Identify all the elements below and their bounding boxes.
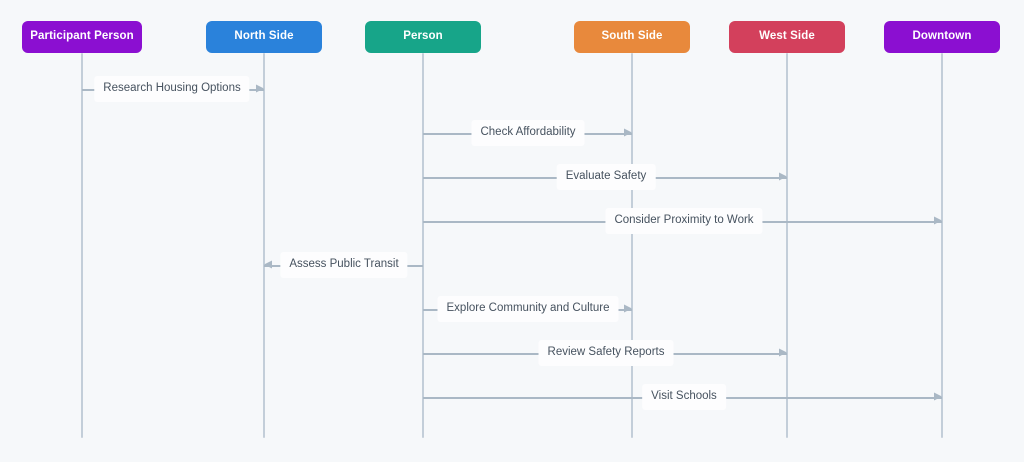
message-1[interactable]: Research Housing Options (0, 76, 1024, 102)
arrowhead-right (624, 128, 632, 137)
arrowhead-right (256, 84, 264, 93)
actor-label: Person (403, 30, 443, 43)
message-label-text: Check Affordability (480, 126, 576, 139)
message-3[interactable]: Evaluate Safety (0, 164, 1024, 190)
actor-label: West Side (759, 30, 815, 43)
actor-header-person[interactable]: Person (365, 21, 481, 53)
arrowhead-right (779, 348, 787, 357)
message-label-text: Review Safety Reports (547, 346, 665, 359)
message-label-box[interactable]: Assess Public Transit (280, 252, 408, 278)
actor-header-north_side[interactable]: North Side (206, 21, 322, 53)
lifeline-participant (81, 53, 83, 438)
lifeline-person (422, 53, 424, 438)
actor-label: Participant Person (30, 30, 134, 43)
actor-header-downtown[interactable]: Downtown (884, 21, 1000, 53)
message-label-text: Assess Public Transit (289, 258, 399, 271)
message-label-box[interactable]: Research Housing Options (94, 76, 250, 102)
message-label-text: Evaluate Safety (565, 170, 647, 183)
actor-label: Downtown (912, 30, 972, 43)
message-4[interactable]: Consider Proximity to Work (0, 208, 1024, 234)
message-label-text: Research Housing Options (103, 82, 241, 95)
message-2[interactable]: Check Affordability (0, 120, 1024, 146)
message-8[interactable]: Visit Schools (0, 384, 1024, 410)
arrowhead-right (934, 216, 942, 225)
message-label-box[interactable]: Evaluate Safety (556, 164, 656, 190)
actor-header-participant[interactable]: Participant Person (22, 21, 142, 53)
message-label-text: Visit Schools (651, 390, 717, 403)
arrowhead-right (779, 172, 787, 181)
lifeline-west_side (786, 53, 788, 438)
lifeline-downtown (941, 53, 943, 438)
lifeline-north_side (263, 53, 265, 438)
arrowhead-right (624, 304, 632, 313)
message-label-box[interactable]: Check Affordability (471, 120, 585, 146)
message-label-box[interactable]: Review Safety Reports (538, 340, 674, 366)
lifeline-south_side (631, 53, 633, 438)
actor-label: North Side (234, 30, 294, 43)
message-7[interactable]: Review Safety Reports (0, 340, 1024, 366)
message-label-box[interactable]: Visit Schools (642, 384, 726, 410)
message-label-box[interactable]: Consider Proximity to Work (605, 208, 763, 234)
actor-header-south_side[interactable]: South Side (574, 21, 690, 53)
message-label-box[interactable]: Explore Community and Culture (437, 296, 619, 322)
message-label-text: Consider Proximity to Work (614, 214, 754, 227)
actor-header-west_side[interactable]: West Side (729, 21, 845, 53)
arrowhead-left (264, 260, 272, 269)
message-label-text: Explore Community and Culture (446, 302, 610, 315)
arrowhead-right (934, 392, 942, 401)
message-5[interactable]: Assess Public Transit (0, 252, 1024, 278)
message-6[interactable]: Explore Community and Culture (0, 296, 1024, 322)
actor-label: South Side (601, 30, 663, 43)
